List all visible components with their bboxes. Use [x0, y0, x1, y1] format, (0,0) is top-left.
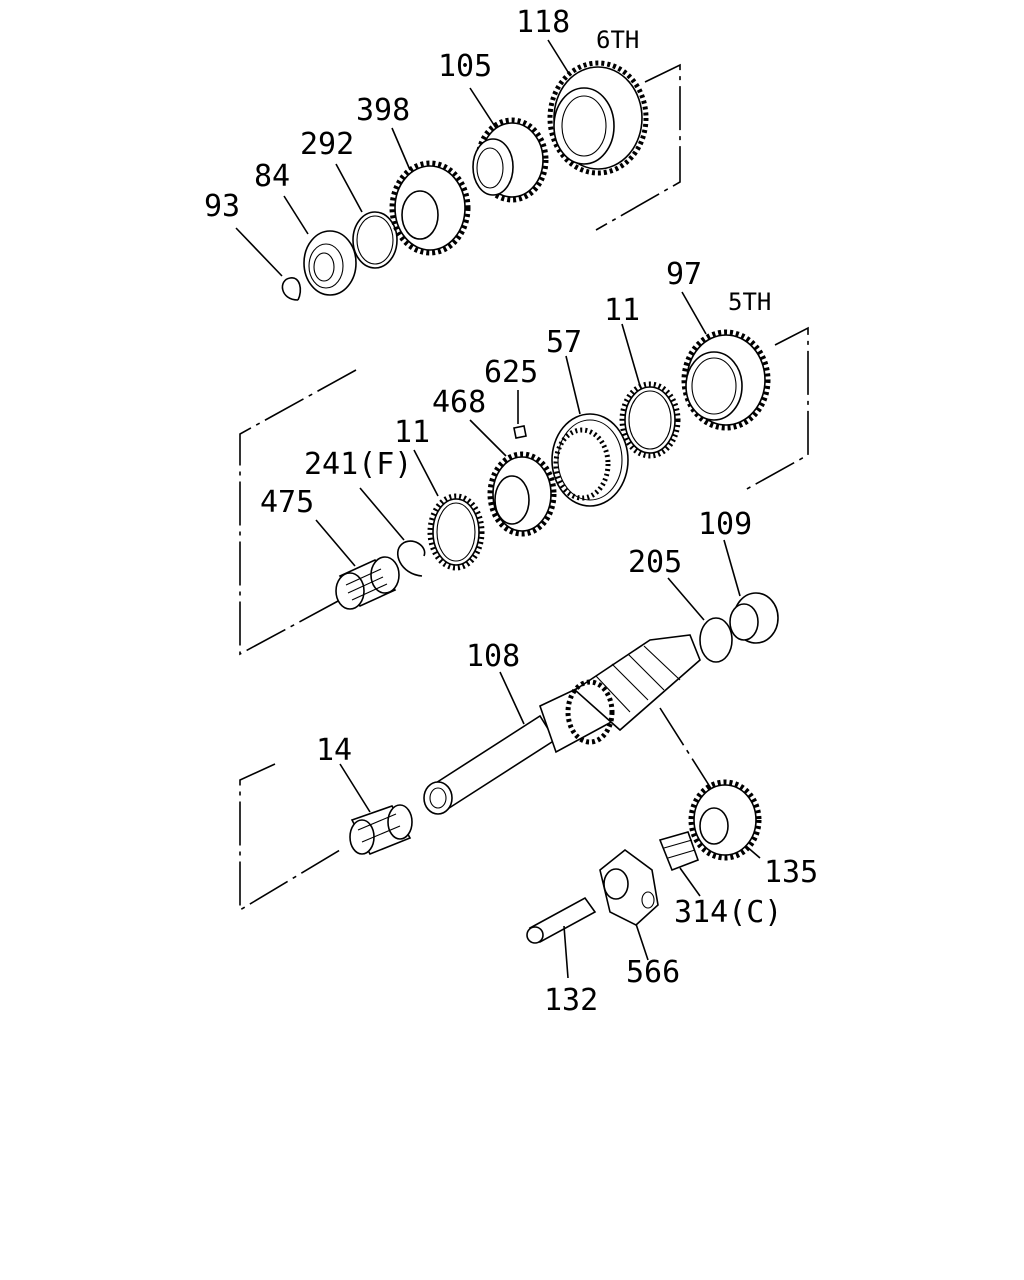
ring-241: [397, 540, 426, 577]
ring-292: [352, 211, 398, 269]
label-105: 105: [438, 49, 492, 84]
gear-398: [389, 160, 471, 256]
label-314c: 314(C): [674, 895, 782, 930]
ring-205: [699, 617, 733, 663]
bearing-84: [303, 230, 357, 296]
label-292: 292: [300, 127, 354, 162]
leader-14: [339, 763, 371, 813]
needle-bearing-14: [349, 804, 413, 856]
leader-398: [391, 127, 411, 171]
leader-468: [469, 419, 507, 457]
pin-132: [526, 896, 597, 944]
synchro-ring-11-upper: [619, 381, 681, 459]
gear-118: [547, 60, 649, 176]
leader-132: [563, 925, 569, 979]
shaft-108: [423, 634, 701, 815]
circlip-93: [281, 277, 302, 301]
label-97: 97: [666, 257, 702, 292]
label-205: 205: [628, 545, 682, 580]
sleeve-57: [551, 413, 629, 507]
label-57: 57: [546, 325, 582, 360]
bracket-left-mid: [239, 369, 357, 656]
label-6th: 6TH: [596, 26, 639, 54]
key-625: [513, 425, 527, 439]
gear-105: [472, 117, 549, 203]
bracket-566: [599, 848, 659, 926]
leader-566: [635, 923, 649, 961]
leader-292: [335, 163, 363, 213]
label-118: 118: [516, 5, 570, 40]
leader-314: [679, 867, 701, 897]
bracket-6th: [595, 63, 681, 231]
leader-57: [565, 355, 581, 415]
label-625: 625: [484, 355, 538, 390]
label-398: 398: [356, 93, 410, 128]
label-84: 84: [254, 159, 290, 194]
leader-97: [681, 291, 707, 335]
bracket-5th: [744, 326, 809, 491]
label-11-upper: 11: [604, 293, 640, 328]
label-566: 566: [626, 955, 680, 990]
leader-241: [359, 487, 405, 541]
gear-135: [688, 779, 762, 861]
leader-105: [469, 87, 497, 129]
label-468: 468: [432, 385, 486, 420]
label-5th: 5TH: [728, 288, 771, 316]
leader-135: [745, 845, 761, 859]
label-108: 108: [466, 639, 520, 674]
leader-11-lower: [413, 449, 439, 497]
label-241f: 241(F): [304, 447, 412, 482]
bearing-109: [729, 592, 779, 644]
label-11-lower: 11: [394, 415, 430, 450]
leader-475: [315, 519, 356, 567]
leader-93: [235, 227, 283, 277]
label-14: 14: [316, 733, 352, 768]
leader-11-upper: [621, 323, 641, 387]
leader-108: [499, 671, 525, 725]
leader-84: [283, 195, 309, 235]
label-475: 475: [260, 485, 314, 520]
label-135: 135: [764, 855, 818, 890]
axis-line: [659, 707, 713, 791]
label-109: 109: [698, 507, 752, 542]
needle-bearing-475: [335, 556, 400, 610]
leader-109: [723, 539, 741, 597]
leader-205: [667, 577, 705, 621]
bracket-left-low: [239, 763, 341, 912]
label-93: 93: [204, 189, 240, 224]
leader-118: [547, 39, 569, 73]
gear-97: [681, 329, 771, 431]
label-132: 132: [544, 983, 598, 1018]
hub-468: [487, 451, 557, 537]
synchro-ring-11-lower: [427, 493, 485, 571]
needle-bearing-314: [658, 831, 700, 872]
